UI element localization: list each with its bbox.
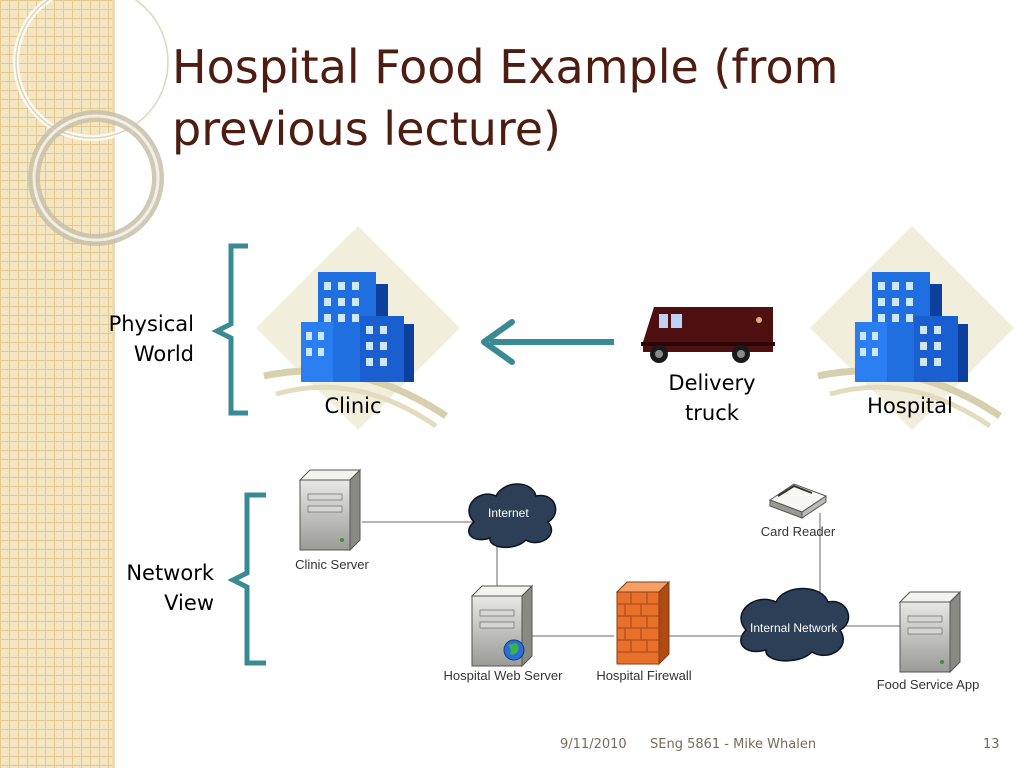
delivery-truck-icon [641,307,775,363]
internal-network-cloud-icon: Internal Network [740,587,850,662]
physical-label-line1: Physical [108,312,194,336]
truck-label-line1: Delivery [668,371,756,395]
network-links [362,513,904,637]
truck-label-line2: truck [685,401,739,425]
firewall-label: Hospital Firewall [596,668,692,683]
physical-world-label: Physical World [100,309,194,369]
internet-cloud-icon: Internet [468,483,557,549]
physical-label-line2: World [133,342,194,366]
clinic-server-icon [298,468,362,552]
network-bracket [227,492,266,666]
hospital-label: Hospital [867,394,953,418]
web-server-icon [470,584,534,668]
web-server-label: Hospital Web Server [443,668,563,683]
clinic-server-label: Clinic Server [295,557,369,572]
delivery-arrow-icon [481,319,614,365]
hospital-building-icon [810,226,1014,430]
card-reader-label: Card Reader [760,524,836,539]
physical-bracket [211,243,248,416]
clinic-building-icon [256,226,460,430]
network-view-label: Network View [100,558,214,618]
internet-label: Internet [488,506,529,520]
footer-course: SEng 5861 - Mike Whalen [650,737,817,752]
sidebar-edge [112,0,115,768]
network-label-line1: Network [126,561,214,585]
clinic-label: Clinic [324,394,382,418]
footer-date: 9/11/2010 [560,737,627,752]
footer-page-number: 13 [983,737,1000,752]
slide-title: Hospital Food Example (from previous lec… [172,40,839,156]
food-service-label: Food Service App [876,677,980,692]
truck-label: Delivery truck [652,368,772,428]
network-label-line2: View [164,591,214,615]
food-service-server-icon [898,590,962,674]
firewall-icon [615,580,671,666]
card-reader-icon [768,483,828,519]
internal-network-label: Internal Network [750,621,838,635]
decorative-rings [13,0,171,246]
globe-icon [503,639,525,661]
